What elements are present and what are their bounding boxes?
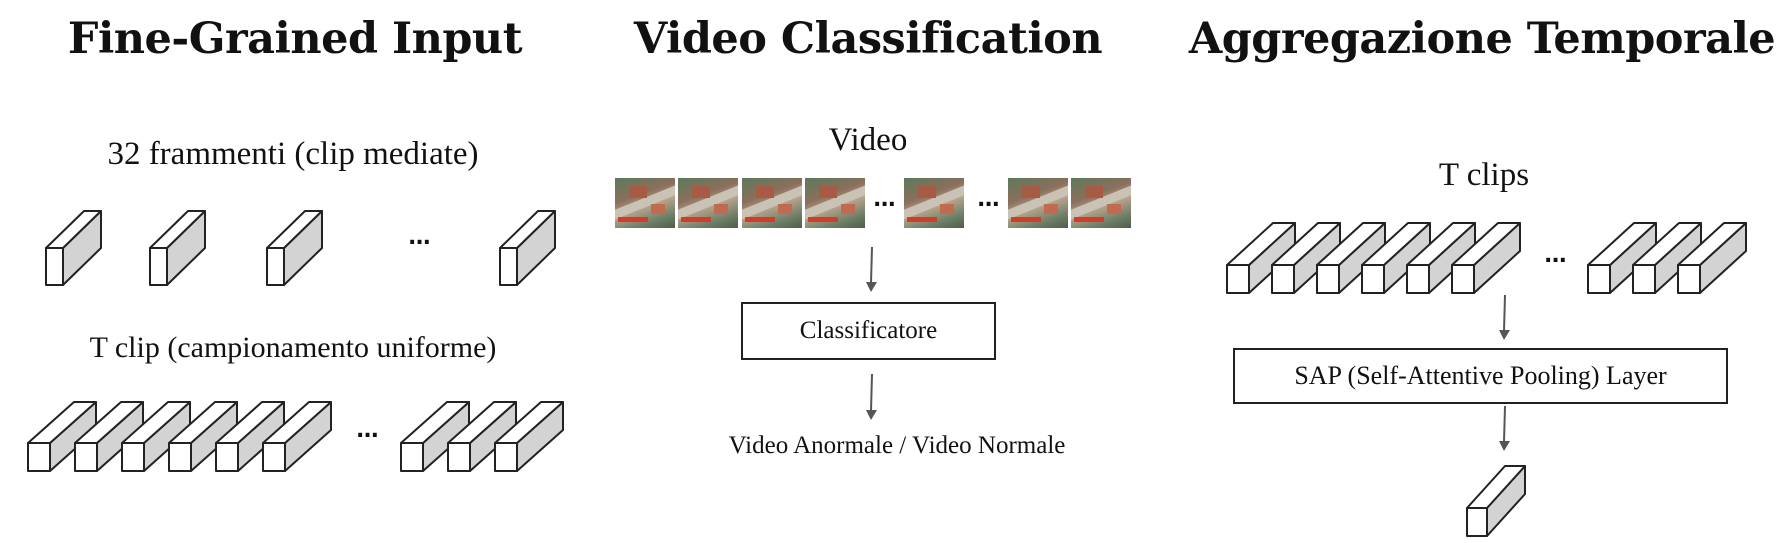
clip-block-front <box>262 442 286 472</box>
clip-block-icon <box>266 210 323 286</box>
clip-block-icon <box>149 210 206 286</box>
video-frame-thumbnail <box>805 178 865 228</box>
frame-roof <box>841 204 855 214</box>
segments-label: 32 frammenti (clip mediate) <box>107 136 479 172</box>
clip-block-front <box>1316 264 1340 294</box>
arrow-shaft <box>1503 405 1506 443</box>
uniform-clips-label: T clip (campionamento uniforme) <box>89 331 497 364</box>
down-arrow-icon <box>1499 405 1510 451</box>
arrow-head <box>866 410 877 420</box>
clip-block-front <box>149 247 168 286</box>
clip-block-icon <box>1451 222 1521 294</box>
classifier-box: Classificatore <box>741 302 996 360</box>
sap-layer-box: SAP (Self-Attentive Pooling) Layer <box>1233 348 1728 404</box>
clip-block-icon <box>168 401 238 472</box>
temporal-aggregation-title: Aggregazione Temporale <box>1188 14 1776 64</box>
video-frame-thumbnail <box>678 178 738 228</box>
clip-block-front <box>1587 264 1611 294</box>
frame-roof <box>778 204 792 214</box>
clip-block-icon <box>45 210 102 286</box>
clip-block-front <box>494 442 518 472</box>
video-frame-thumbnail <box>742 178 802 228</box>
clip-block-front <box>121 442 145 472</box>
frame-overlay-band <box>1011 217 1041 222</box>
clip-block-front <box>1226 264 1250 294</box>
clip-block-front <box>400 442 424 472</box>
row2-ellipsis: ... <box>355 418 379 443</box>
clip-block-front <box>499 247 518 286</box>
output-label: Video Anormale / Video Normale <box>728 432 1066 459</box>
row1-ellipsis: ... <box>407 225 431 250</box>
video-frame-thumbnail <box>904 178 964 228</box>
down-arrow-icon <box>866 246 877 292</box>
clip-block-front <box>266 247 285 286</box>
video-label: Video <box>828 122 908 158</box>
video-classification-title: Video Classification <box>633 14 1103 64</box>
frame-roof <box>651 204 665 214</box>
frame-roof <box>1044 204 1058 214</box>
t-clips-ellipsis: ... <box>1543 243 1567 268</box>
frame-roof <box>918 186 936 198</box>
frame-overlay-band <box>907 217 937 222</box>
clip-block-front <box>447 442 471 472</box>
frame-roof <box>714 204 728 214</box>
frame-overlay-band <box>681 217 711 222</box>
frame-overlay-band <box>808 217 838 222</box>
down-arrow-icon <box>1499 294 1510 340</box>
clip-block-icon <box>215 401 285 472</box>
frame-roof <box>756 186 774 198</box>
frame-roof <box>1107 204 1121 214</box>
down-arrow-icon <box>866 373 877 420</box>
video-frame-thumbnail <box>1008 178 1068 228</box>
clip-block-icon <box>27 401 97 472</box>
frame-roof <box>940 204 954 214</box>
clip-block-icon <box>499 210 556 286</box>
frame-overlay-band <box>618 217 648 222</box>
clip-block-icon <box>1466 465 1526 537</box>
arrow-shaft <box>1503 294 1506 332</box>
clip-block-front <box>1632 264 1656 294</box>
t-clips-label: T clips <box>1438 157 1530 193</box>
clip-block-icon <box>1316 222 1386 294</box>
clip-block-front <box>27 442 51 472</box>
arrow-head <box>1499 330 1510 340</box>
clip-block-front <box>45 247 64 286</box>
clip-block-icon <box>1587 222 1657 294</box>
frame-roof <box>629 186 647 198</box>
clip-block-icon <box>1361 222 1431 294</box>
clip-block-icon <box>1632 222 1702 294</box>
clip-block-icon <box>262 401 332 472</box>
frame-roof <box>1022 186 1040 198</box>
arrow-head <box>866 282 877 292</box>
frame-overlay-band <box>745 217 775 222</box>
clip-block-front <box>1361 264 1385 294</box>
arrow-shaft <box>870 246 873 284</box>
clip-block-front <box>168 442 192 472</box>
frame-roof <box>1085 186 1103 198</box>
video-frame-thumbnail <box>615 178 675 228</box>
clip-block-front <box>215 442 239 472</box>
frames-ellipsis-2: ... <box>976 187 1000 212</box>
clip-block-front <box>1466 507 1488 537</box>
frame-roof <box>819 186 837 198</box>
clip-block-front <box>1451 264 1475 294</box>
clip-block-icon <box>1677 222 1747 294</box>
clip-block-front <box>1677 264 1701 294</box>
clip-block-front <box>1271 264 1295 294</box>
clip-block-icon <box>1406 222 1476 294</box>
video-frame-thumbnail <box>1071 178 1131 228</box>
frames-ellipsis-1: ... <box>872 187 896 212</box>
arrow-shaft <box>870 373 873 412</box>
frame-overlay-band <box>1074 217 1104 222</box>
frame-roof <box>692 186 710 198</box>
clip-block-front <box>1406 264 1430 294</box>
arrow-head <box>1499 441 1510 451</box>
clip-block-icon <box>494 401 564 472</box>
fine-grained-title: Fine-Grained Input <box>67 14 523 64</box>
clip-block-icon <box>1226 222 1296 294</box>
clip-block-front <box>74 442 98 472</box>
